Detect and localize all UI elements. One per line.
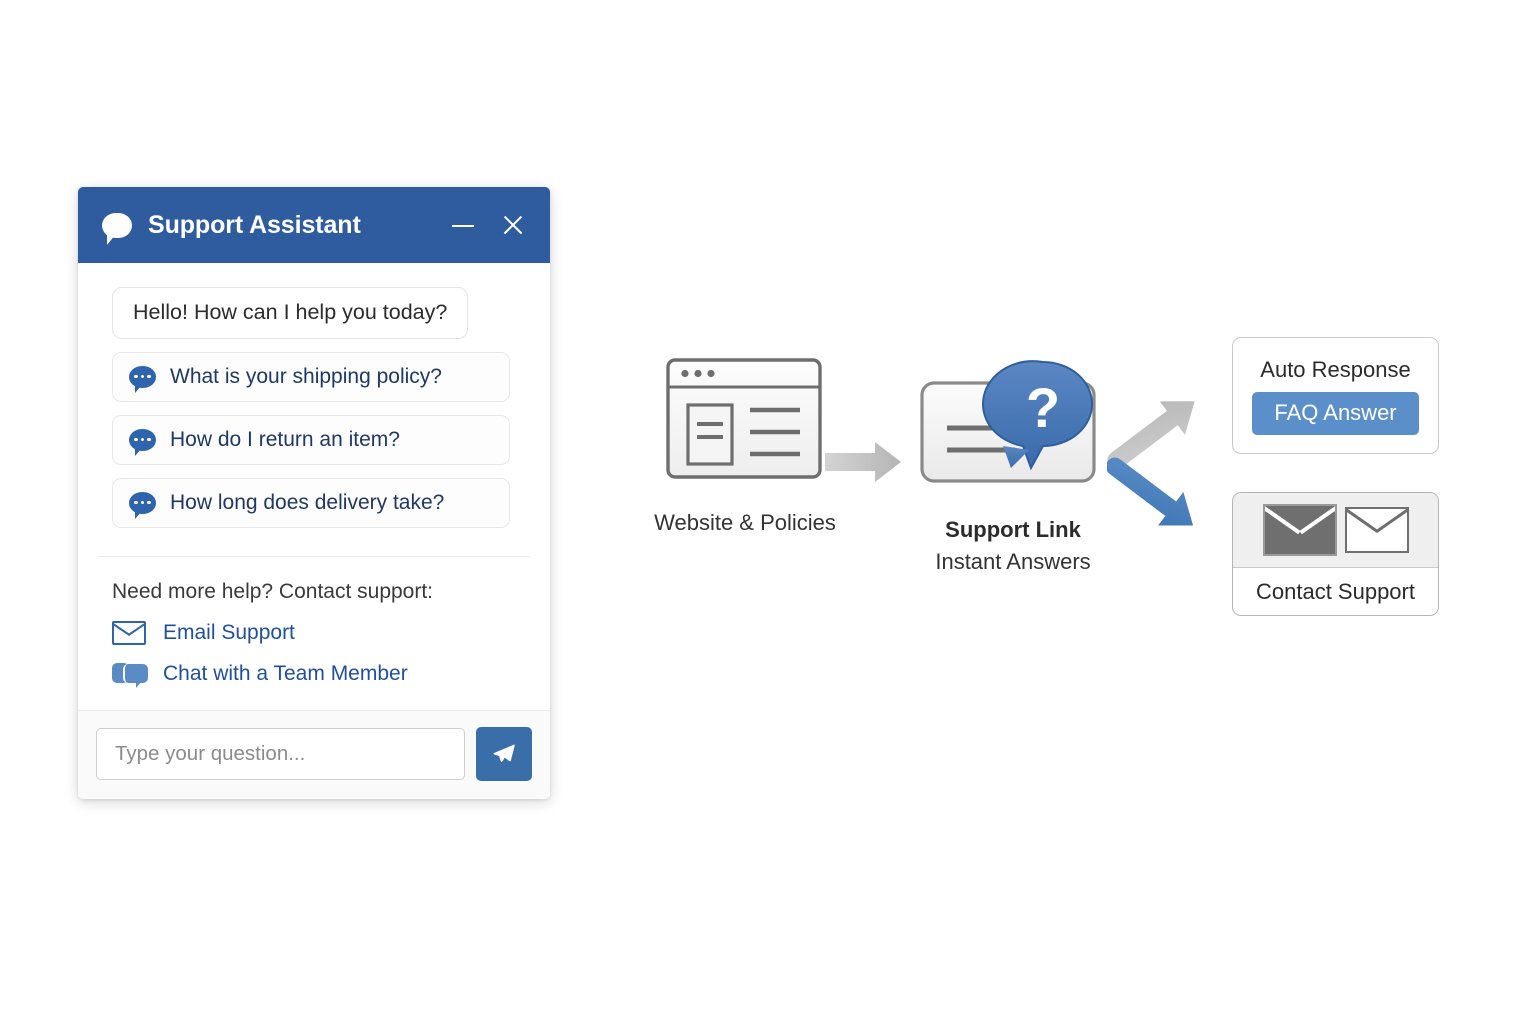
widget-header: Support Assistant — [78, 187, 550, 263]
chat-team-member-label: Chat with a Team Member — [163, 662, 408, 685]
chat-dots-icon — [129, 492, 156, 519]
minimize-icon[interactable] — [448, 210, 478, 240]
node-label-website: Website & Policies — [654, 510, 836, 535]
chat-dots-icon — [129, 366, 156, 393]
arrow-support-to-contact-support — [1107, 457, 1194, 526]
suggestion-chip-delivery-time[interactable]: How long does delivery take? — [112, 478, 510, 528]
bot-greeting-message: Hello! How can I help you today? — [112, 287, 469, 339]
browser-window-icon — [666, 358, 822, 479]
send-button[interactable] — [476, 727, 532, 781]
chat-pair-icon — [112, 662, 148, 688]
support-assistant-widget: Support Assistant Hello! How can I help … — [78, 187, 550, 799]
suggestion-chip-label: How long does delivery take? — [170, 491, 445, 514]
email-support-label: Email Support — [163, 621, 295, 644]
widget-body: Hello! How can I help you today? What is… — [78, 263, 550, 799]
faq-answer-button[interactable]: FAQ Answer — [1252, 391, 1419, 435]
chat-team-member-link[interactable]: Chat with a Team Member — [112, 662, 550, 688]
paper-plane-icon — [493, 744, 515, 763]
contact-support-card: Contact Support — [1232, 492, 1439, 616]
suggestion-chip-shipping-policy[interactable]: What is your shipping policy? — [112, 352, 510, 402]
auto-response-card: Auto Response FAQ Answer — [1232, 337, 1439, 454]
question-input[interactable] — [96, 728, 465, 780]
envelope-filled-icon — [1262, 504, 1337, 556]
email-support-link[interactable]: Email Support — [112, 621, 550, 645]
arrow-website-to-support — [825, 442, 901, 482]
suggestion-chip-label: How do I return an item? — [170, 428, 400, 451]
suggestion-chip-label: What is your shipping policy? — [170, 365, 442, 388]
widget-title: Support Assistant — [148, 210, 361, 239]
contact-support-icons — [1233, 493, 1438, 568]
close-icon[interactable] — [498, 210, 528, 240]
widget-footer — [78, 710, 550, 799]
svg-text:?: ? — [1026, 376, 1060, 439]
auto-response-title: Auto Response — [1260, 356, 1411, 382]
speech-bubble-icon — [102, 212, 132, 245]
support-flow-diagram: Website & Policies ? Support Link Instan… — [620, 325, 1500, 625]
arrow-support-to-auto-response — [1107, 401, 1195, 468]
chat-dots-icon — [129, 429, 156, 456]
contact-support-prompt: Need more help? Contact support: — [112, 580, 434, 603]
node-label-support-link: Support Link — [945, 517, 1081, 542]
card-question-bubble-icon: ? — [920, 360, 1096, 483]
section-divider — [98, 556, 530, 557]
window-controls — [448, 210, 528, 240]
node-sublabel-support-link: Instant Answers — [935, 549, 1091, 574]
contact-support-title: Contact Support — [1256, 579, 1415, 604]
envelope-outline-icon — [1344, 507, 1409, 553]
envelope-icon — [112, 621, 146, 645]
suggestion-chip-return-item[interactable]: How do I return an item? — [112, 415, 510, 465]
